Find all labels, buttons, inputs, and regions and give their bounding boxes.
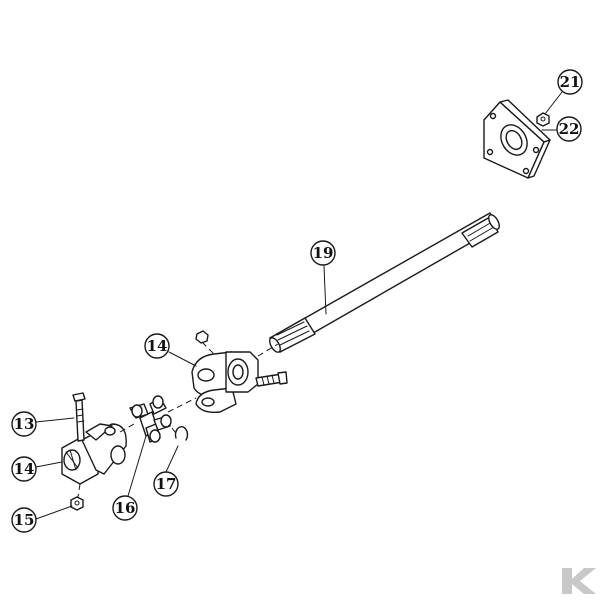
callout-14-lower: 14 [11, 456, 37, 482]
yoke-bolt-upper [255, 371, 288, 387]
callout-label-19: 19 [313, 244, 334, 262]
callout-label-17: 17 [156, 475, 177, 493]
callout-label-21: 21 [560, 73, 581, 91]
callout-13: 13 [11, 411, 37, 437]
callout-label-14-upper: 14 [147, 337, 168, 355]
flange-nut [536, 112, 550, 127]
callout-label-16: 16 [115, 499, 136, 517]
yoke-bolt-lower [72, 392, 86, 442]
assembly-guide-lines [77, 341, 279, 498]
callout-22: 22 [556, 116, 582, 142]
yoke-nut-lower [70, 496, 84, 511]
callout-15: 15 [11, 507, 37, 533]
callout-label-13: 13 [14, 415, 35, 433]
callout-14-upper: 14 [144, 333, 170, 359]
callout-label-14-lower: 14 [14, 460, 35, 478]
callout-21: 21 [557, 69, 583, 95]
bearing-flange [483, 99, 551, 179]
splined-shaft [269, 212, 500, 353]
callout-17: 17 [153, 471, 179, 497]
brand-logo-watermark [562, 568, 596, 594]
callout-16: 16 [112, 495, 138, 521]
circlip [174, 426, 189, 441]
callout-19: 19 [310, 240, 336, 266]
universal-joint-cross [129, 395, 172, 443]
lower-yoke [61, 423, 127, 485]
callout-label-15: 15 [14, 511, 35, 529]
callout-label-22: 22 [559, 120, 580, 138]
callout-leaders [35, 91, 563, 520]
upper-yoke [191, 330, 259, 414]
